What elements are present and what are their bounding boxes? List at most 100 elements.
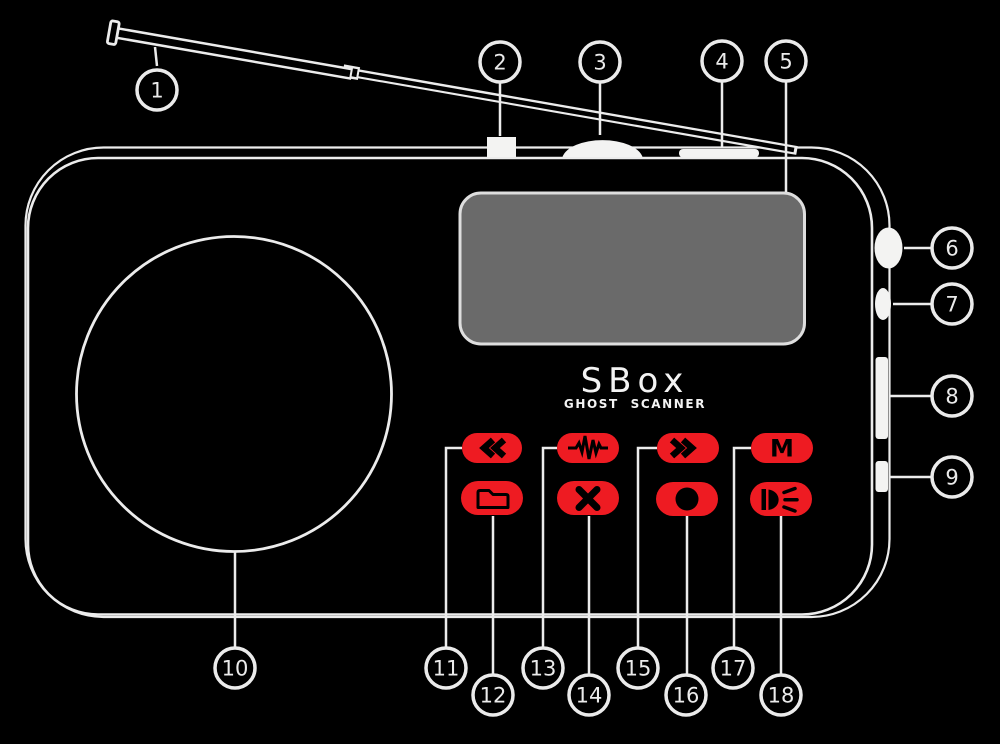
callout-number: 8	[945, 385, 958, 409]
callout-circle	[930, 282, 974, 326]
callout-circle	[759, 673, 803, 717]
callout-circle	[135, 68, 179, 112]
button-record[interactable]	[656, 482, 718, 516]
callout-number: 5	[779, 50, 792, 74]
callout-18: 18	[759, 673, 803, 717]
callout-12: 12	[471, 673, 515, 717]
record-icon	[675, 487, 699, 511]
callout-number: 6	[945, 237, 958, 261]
callout-circle	[616, 646, 660, 690]
callout-circle	[424, 646, 468, 690]
callout-number: 3	[593, 51, 606, 75]
folder-icon	[476, 489, 510, 509]
callout-line-15	[636, 446, 657, 647]
button-fast-forward[interactable]	[657, 433, 719, 463]
callout-number: 18	[768, 684, 795, 708]
callout-number: 9	[945, 466, 958, 490]
callout-6: 6	[930, 226, 974, 270]
button-folder[interactable]	[461, 481, 523, 515]
top-slot	[679, 149, 759, 158]
side-small-button[interactable]	[875, 288, 891, 320]
callout-5: 5	[764, 39, 808, 83]
callout-number: 1	[150, 79, 163, 103]
fast-forward-icon	[669, 437, 697, 459]
device-front-edge	[26, 156, 874, 616]
button-rewind[interactable]	[462, 433, 522, 463]
callout-number: 11	[433, 657, 460, 681]
waveform-icon	[568, 435, 608, 460]
button-flashlight[interactable]	[750, 482, 812, 516]
callout-line-17	[732, 446, 751, 647]
antenna-tip-cap-shape	[106, 19, 121, 46]
flashlight-icon-bar	[761, 489, 766, 510]
callout-circle	[578, 40, 622, 84]
antenna	[106, 19, 798, 155]
button-memory-pill[interactable]	[751, 433, 813, 463]
callout-circle	[664, 673, 708, 717]
callout-circle	[711, 646, 755, 690]
callout-circle	[213, 646, 257, 690]
callouts: 1 2 3 4 5 6 7 8	[135, 39, 974, 717]
callout-11: 11	[424, 646, 468, 690]
callout-lines	[153, 46, 931, 675]
button-cancel[interactable]	[557, 481, 619, 515]
keypad: M	[461, 433, 813, 516]
side-port	[875, 461, 888, 492]
callout-number: 10	[222, 657, 249, 681]
callout-circle	[521, 646, 565, 690]
button-memory[interactable]: M	[751, 433, 813, 463]
callout-number: 16	[673, 684, 700, 708]
callout-number: 12	[480, 684, 507, 708]
callout-14: 14	[567, 673, 611, 717]
callout-number: 2	[493, 51, 506, 75]
button-waveform[interactable]	[557, 433, 619, 463]
side-slider-slot[interactable]	[875, 357, 889, 439]
antenna-segment-1-core	[116, 29, 351, 78]
callout-number: 4	[715, 50, 728, 74]
flashlight-icon-rays	[782, 486, 799, 513]
speaker	[75, 235, 393, 553]
x-icon	[575, 486, 601, 511]
callout-circle	[764, 39, 808, 83]
display-screen	[458, 191, 806, 346]
callout-circle	[478, 40, 522, 84]
top-dome	[562, 140, 643, 157]
callout-15: 15	[616, 646, 660, 690]
callout-circle	[471, 673, 515, 717]
side-knob[interactable]	[874, 227, 903, 269]
callout-circle	[930, 455, 974, 499]
callout-13: 13	[521, 646, 565, 690]
antenna-segment-2-core	[352, 70, 795, 153]
flashlight-icon-bulb	[768, 489, 779, 510]
button-folder-pill[interactable]	[461, 481, 523, 515]
flashlight-icon	[761, 486, 799, 513]
callout-7: 7	[930, 282, 974, 326]
brand-name: SBox	[581, 361, 690, 401]
antenna-mount	[487, 137, 516, 157]
callout-circle	[700, 39, 744, 83]
callout-8: 8	[930, 374, 974, 418]
button-flashlight-pill[interactable]	[750, 482, 812, 516]
callout-line-13	[541, 446, 557, 647]
callout-17: 17	[711, 646, 755, 690]
callout-2: 2	[478, 40, 522, 84]
rewind-icon	[479, 437, 507, 459]
callout-number: 14	[576, 684, 603, 708]
callout-circle	[930, 374, 974, 418]
device-body: SBox GHOST SCANNER	[24, 137, 903, 619]
callout-number: 17	[720, 657, 747, 681]
callout-9: 9	[930, 455, 974, 499]
callout-number: 13	[530, 657, 557, 681]
callout-circle	[930, 226, 974, 270]
memory-label: M	[770, 435, 794, 463]
callout-16: 16	[664, 673, 708, 717]
callout-line-1	[153, 46, 159, 67]
callout-10: 10	[213, 646, 257, 690]
callout-1: 1	[135, 68, 179, 112]
callout-line-11	[444, 446, 462, 647]
callout-circle	[567, 673, 611, 717]
callout-3: 3	[578, 40, 622, 84]
callout-number: 15	[625, 657, 652, 681]
